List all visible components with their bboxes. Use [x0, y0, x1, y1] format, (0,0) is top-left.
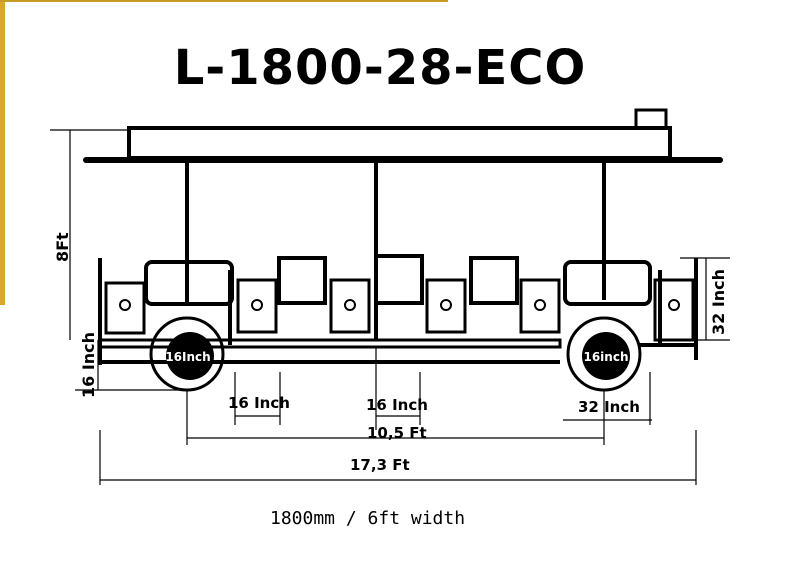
wheel-height-label: 16 Inch [79, 332, 98, 398]
accent-top-line [0, 0, 448, 2]
width-caption: 1800mm / 6ft width [270, 508, 466, 529]
seat-height-label: 32 Inch [709, 269, 728, 335]
height-label: 8Ft [53, 232, 72, 262]
seat-back-3 [469, 256, 519, 305]
pedal-box-6 [653, 278, 695, 342]
wheel-hub-left [166, 332, 214, 380]
pedal-box-2 [236, 278, 278, 334]
wheel-label-right: 16inch [583, 350, 628, 364]
seat-back-1 [277, 256, 327, 305]
accent-bar [0, 0, 5, 305]
bench-back-left [144, 260, 234, 306]
model-title: L-1800-28-ECO [173, 40, 587, 96]
gap-left-label: 16 Inch [228, 394, 290, 412]
pedal-box-4 [425, 278, 467, 334]
total-length-label: 17,3 Ft [350, 456, 410, 474]
wheel-label-left: 16Inch [165, 350, 210, 364]
wheelbase-label: 10,5 Ft [367, 424, 427, 442]
gap-center-label: 16 Inch [366, 396, 428, 414]
roof-panel [127, 126, 672, 160]
pedal-box-1 [104, 281, 146, 335]
pedal-box-3 [329, 278, 371, 334]
seat-back-2 [374, 254, 424, 305]
chassis-rail [98, 338, 562, 349]
bench-back-right [563, 260, 652, 306]
wheel-hub-right [582, 332, 630, 380]
pedal-box-5 [519, 278, 561, 334]
wheel-width-label: 32 Inch [578, 398, 640, 416]
roof-light [634, 108, 668, 130]
